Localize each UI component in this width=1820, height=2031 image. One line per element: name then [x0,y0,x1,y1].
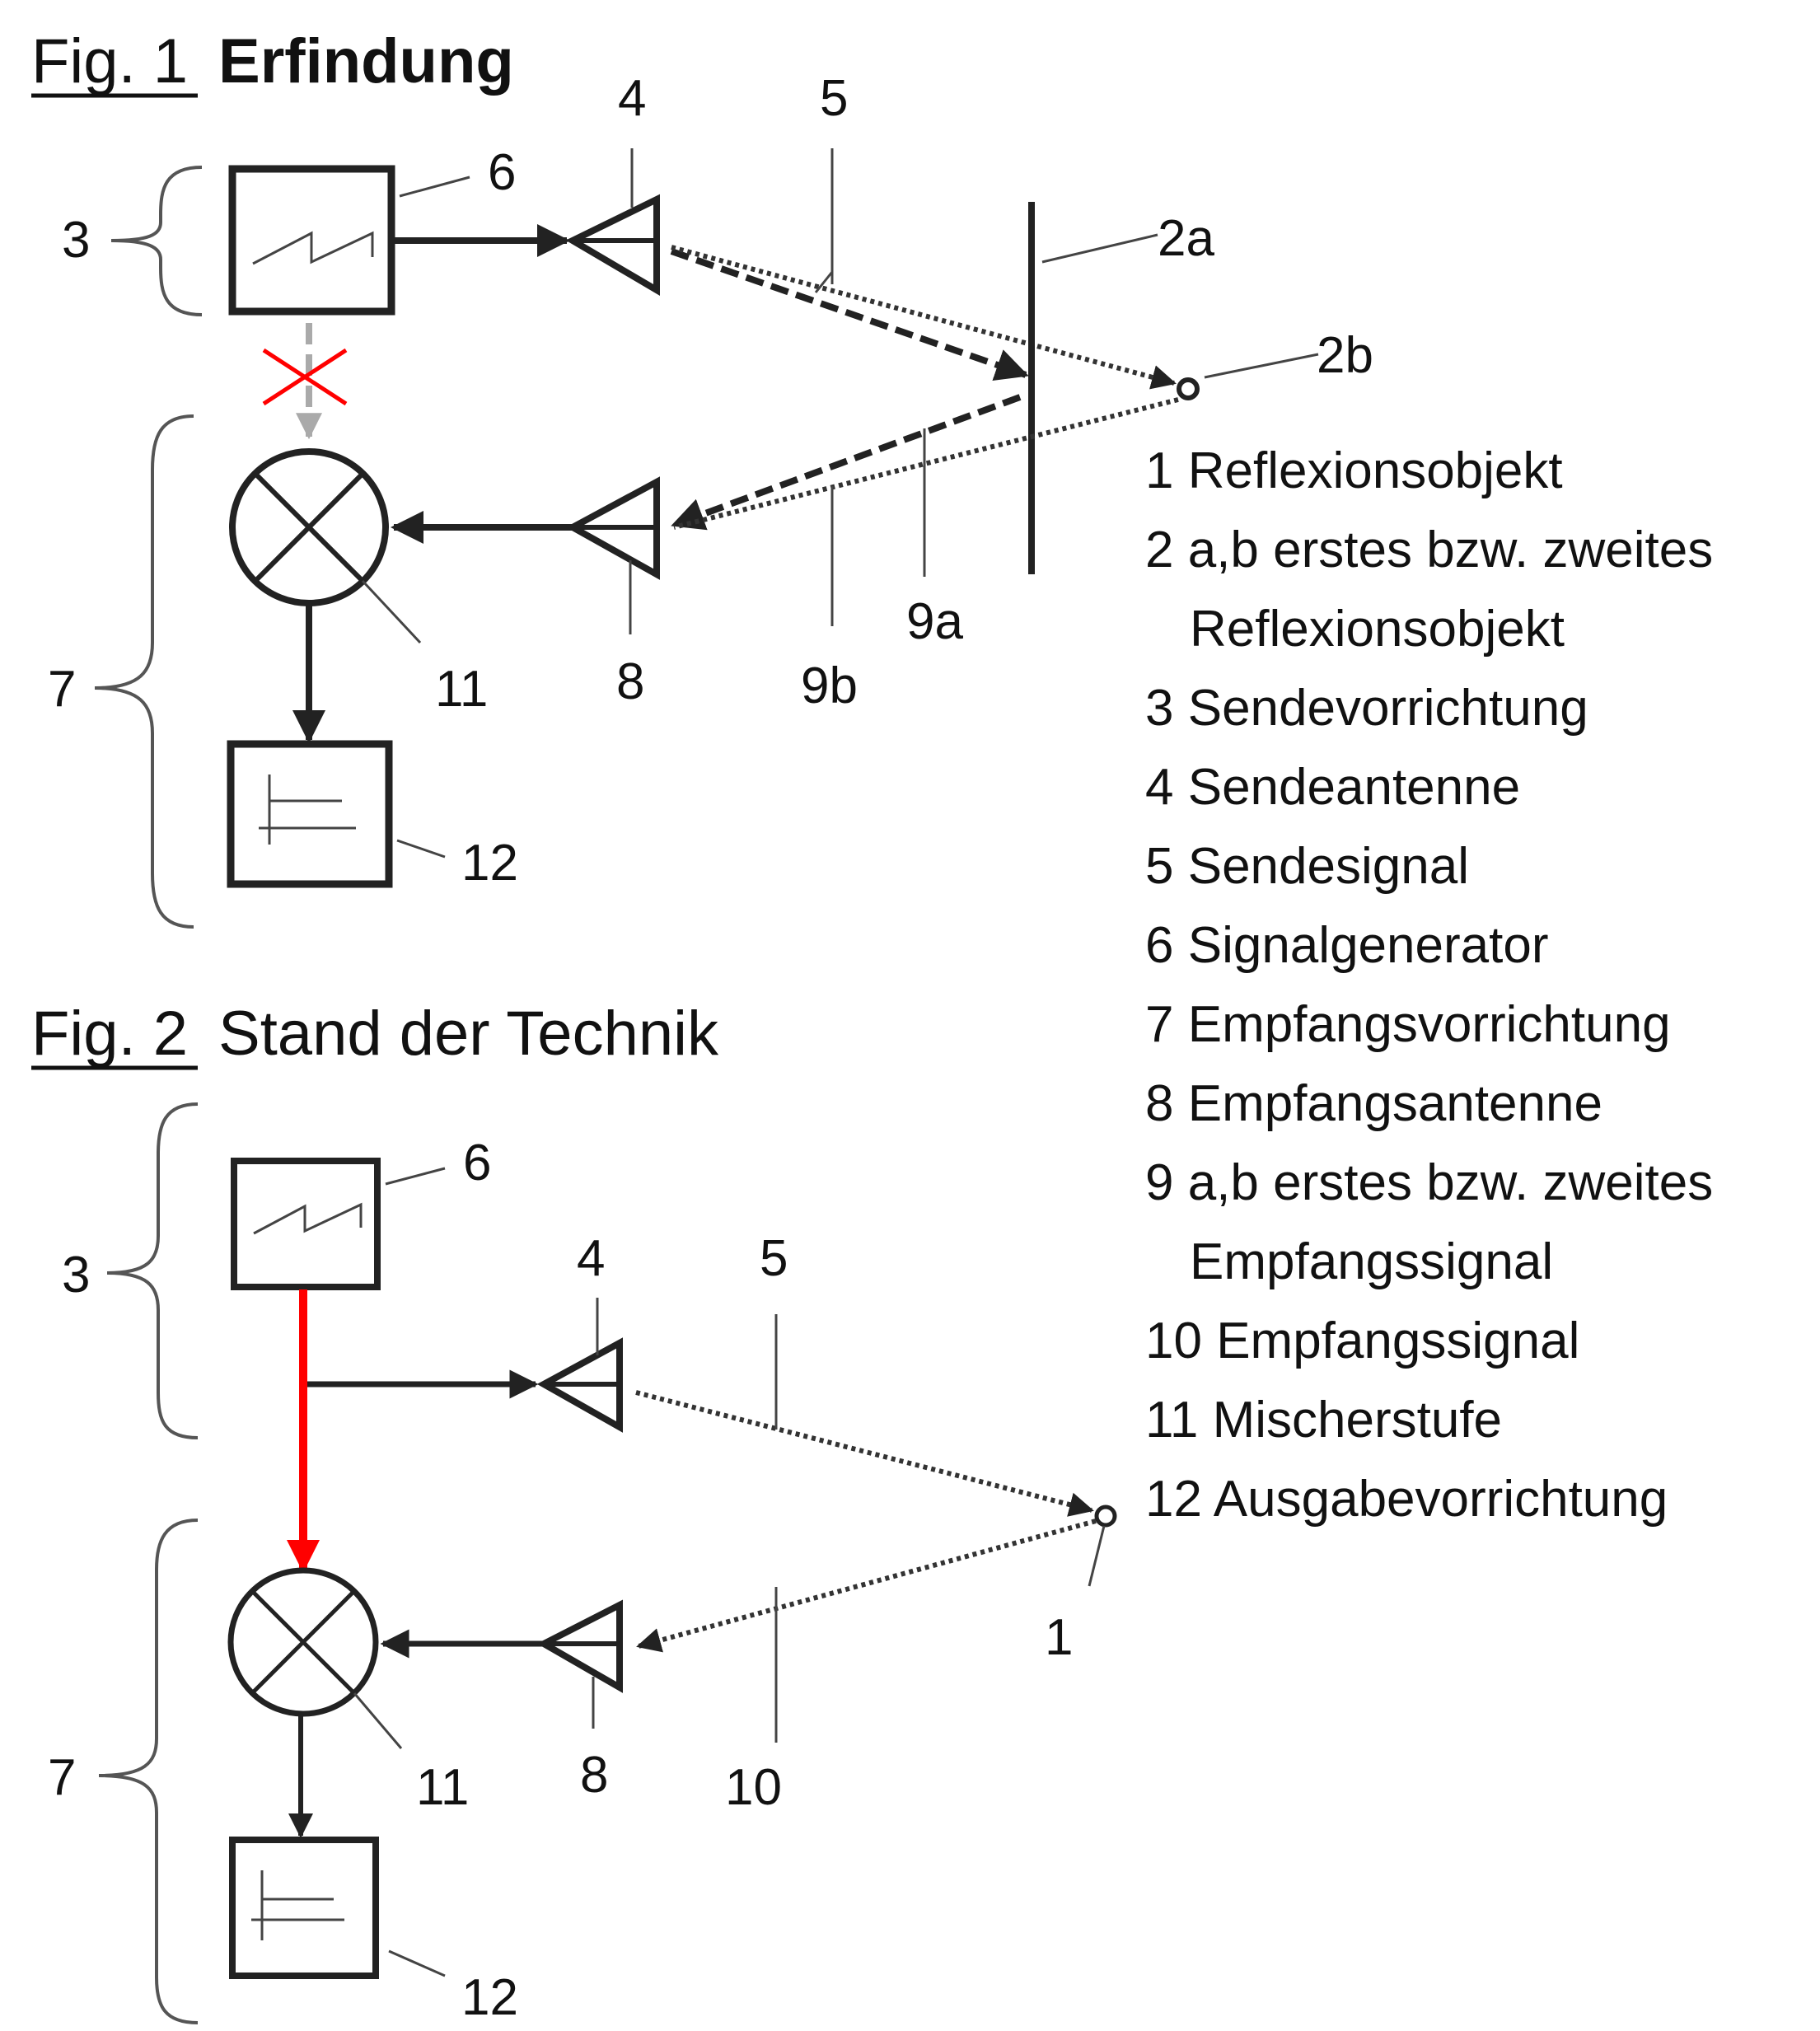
legend-item-text: Mischerstufe [1213,1392,1502,1448]
ref-output-2: 12 [461,1969,518,2026]
tx-antenna-icon-2 [536,1337,623,1433]
ref-tx-antenna-2: 4 [577,1230,605,1287]
legend-item-number: 12 [1145,1471,1214,1528]
sawtooth-icon [252,231,374,265]
ref-reflector: 1 [1045,1609,1073,1666]
signal-generator-block [228,165,395,316]
fig2-label: Fig. 2 [31,999,188,1069]
tx-signal-2 [635,1390,1094,1517]
output-device-block [227,740,393,888]
legend-item-number: 2 [1145,522,1188,578]
legend-item-text: Ausgabevorrichtung [1214,1471,1668,1528]
legend-item-number: 6 [1145,917,1188,974]
ref-tx-signal: 5 [820,70,848,127]
legend-item-number: 4 [1145,759,1188,816]
legend-item-number: 9 [1145,1154,1188,1211]
ref-sender-2: 3 [62,1247,90,1303]
legend-item-number: 7 [1145,996,1188,1053]
ref-mixer-2: 11 [416,1759,469,1816]
ref-generator: 6 [488,144,516,201]
legend-item-number: 5 [1145,838,1188,895]
output-device-block-2 [229,1837,379,1979]
ref-rx-signal-2: 10 [725,1759,782,1816]
legend-item-text: Empfangsvorrichtung [1188,996,1671,1053]
legend-item-text: Reflexionsobjekt [1190,601,1565,658]
legend-item-text: a,b erstes bzw. zweites [1188,522,1714,578]
fig2-title: Stand der Technik [218,999,719,1069]
ref-tx-antenna: 4 [618,70,646,127]
rx-signal-2 [636,1519,1097,1653]
legend-item: 5 Sendesignal [1145,838,1469,895]
sawtooth-icon-2 [253,1202,363,1235]
legend-item: Empfangssignal [1190,1233,1553,1290]
reflector-2b-icon [1177,377,1200,400]
legend-item: 2 a,b erstes bzw. zweites [1145,522,1713,578]
ref-output: 12 [461,835,518,891]
legend-item: 1 Reflexionsobjekt [1145,442,1563,499]
blocked-x-icon [262,348,348,406]
rx-antenna-icon-2 [536,1599,623,1693]
legend-item-text: Empfangssignal [1190,1233,1553,1290]
legend-item-text: Reflexionsobjekt [1188,442,1563,499]
ref-rx-signal-a: 9a [906,593,963,650]
ref-sender: 3 [62,212,90,269]
ref-reflector-b: 2b [1317,327,1373,384]
legend-item: 6 Signalgenerator [1145,917,1548,974]
legend-item: 12 Ausgabevorrichtung [1145,1471,1668,1528]
mixer-icon [229,448,389,606]
figure-2: Fig. 2 Stand der Technik 3 6 4 5 1 [31,999,1117,2026]
mixer-icon-2 [227,1567,379,1717]
legend-item-text: Sendesignal [1188,838,1469,895]
receiver-brace-2 [98,1519,199,2024]
figure-1: Fig. 1 Erfindung 3 6 4 5 2a [31,26,1373,929]
signal-generator-block-2 [231,1158,381,1290]
legend-item-text: Sendeantenne [1188,759,1520,816]
legend-item-text: Signalgenerator [1188,917,1549,974]
rx-signal-a [671,394,1022,531]
legend-item-number: 8 [1145,1075,1188,1132]
receiver-brace [94,414,194,929]
sender-brace-2 [106,1102,199,1439]
fig1-title: Erfindung [218,26,514,96]
tx-signal-b [671,245,1177,390]
legend-item-text: a,b erstes bzw. zweites [1188,1154,1714,1211]
legend-item: 8 Empfangsantenne [1145,1075,1602,1132]
ref-rx-antenna-2: 8 [580,1747,608,1804]
legend-item: 9 a,b erstes bzw. zweites [1145,1154,1713,1211]
ref-tx-signal-2: 5 [760,1230,788,1287]
legend-item-number: 3 [1145,680,1188,737]
legend-item-number: 11 [1145,1392,1213,1448]
legend-item-text: Empfangssignal [1216,1313,1579,1369]
ref-rx-signal-b: 9b [801,658,858,714]
rx-signal-b [673,397,1179,530]
ref-receiver-2: 7 [48,1749,76,1806]
legend-item-text: Sendevorrichtung [1188,680,1588,737]
legend-item-number: 1 [1145,442,1188,499]
reflector-1-icon [1094,1505,1117,1528]
ref-generator-2: 6 [463,1135,491,1191]
sender-brace [110,166,203,316]
tx-antenna-icon [565,194,660,296]
ref-receiver: 7 [48,661,76,718]
legend-item: 4 Sendeantenne [1145,759,1520,816]
legend-item: Reflexionsobjekt [1190,601,1565,658]
legend-item: 3 Sendevorrichtung [1145,680,1588,737]
legend-item: 10 Empfangssignal [1145,1313,1579,1369]
ref-rx-antenna: 8 [616,653,644,710]
legend-item-number: 10 [1145,1313,1216,1369]
legend-item-text: Empfangsantenne [1188,1075,1602,1132]
ref-mixer: 11 [435,661,488,718]
legend-item: 11 Mischerstufe [1145,1392,1502,1448]
rx-antenna-icon [565,476,660,580]
fig1-label: Fig. 1 [31,26,188,96]
legend-item: 7 Empfangsvorrichtung [1145,996,1671,1053]
tx-signal-a [670,248,1029,381]
ref-reflector-a: 2a [1158,210,1214,267]
